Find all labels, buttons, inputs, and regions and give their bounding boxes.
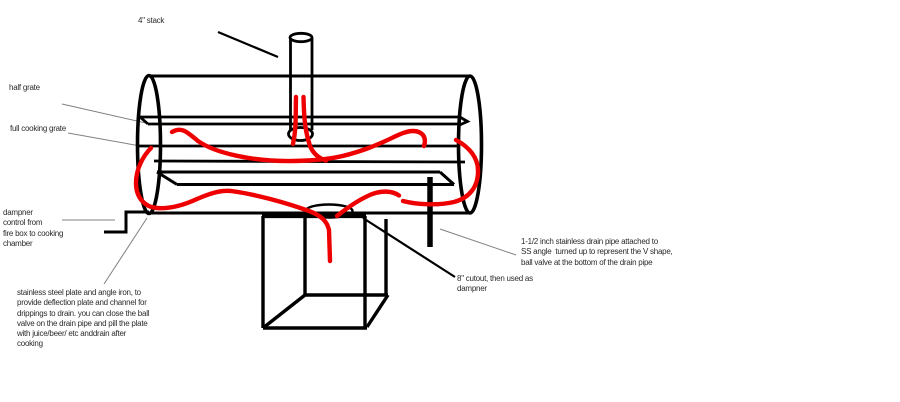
flow-stack-left [290,94,299,147]
leader-drain-note [439,228,517,256]
damper-linkage [104,210,149,234]
flow-stack-right [301,94,329,163]
leader-plate-note [103,217,148,285]
leader-full-grate [67,132,147,148]
flow-firebox-right [334,189,402,219]
leader-half-grate [61,103,151,125]
smoke-flow-red [133,94,481,264]
flow-upper-wave [169,127,428,164]
stack-bottom-opening [287,126,314,142]
black-leader-lines [217,30,456,278]
leader-lines [61,103,517,285]
deflection-plate-v [156,170,455,186]
flow-right-sweep [400,137,481,207]
leader-stack [217,30,279,59]
chamber-right-end [456,74,484,215]
leader-cutout [362,217,456,278]
chamber-left-end [135,73,163,216]
flow-left-loop [133,145,333,264]
chimney-stack [287,31,314,142]
stack-top-opening [288,31,314,44]
